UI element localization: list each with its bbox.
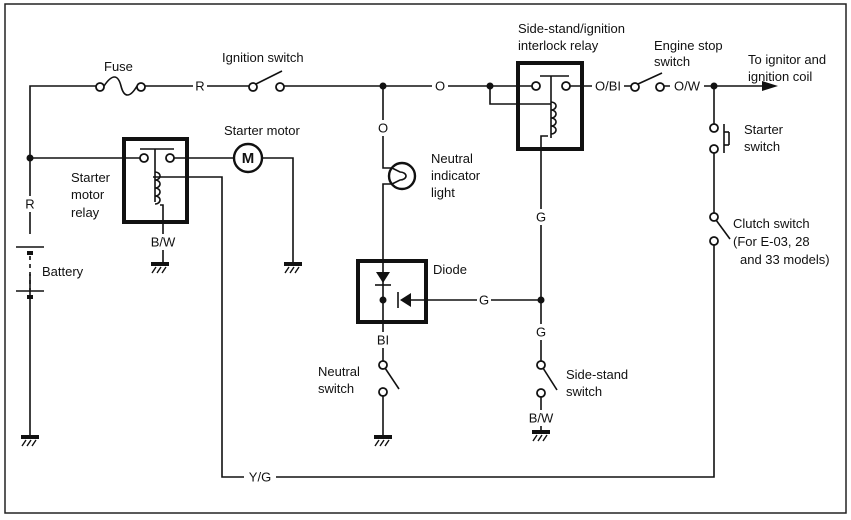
ground-icon xyxy=(374,435,392,447)
ignition-switch-label: Ignition switch xyxy=(222,50,304,65)
junctions xyxy=(26,82,718,304)
wire-label-o-vertical: O xyxy=(378,120,388,135)
wire-label-g-lower: G xyxy=(536,324,546,339)
wire-label-o-w: O/W xyxy=(674,78,701,93)
battery-label: Battery xyxy=(42,264,84,279)
wire-label-r-top: R xyxy=(195,78,204,93)
arrow-icon xyxy=(762,81,778,91)
side-stand-switch-label-2: switch xyxy=(566,384,602,399)
diode-icon xyxy=(356,259,428,324)
wire-label-o-top: O xyxy=(435,78,445,93)
wire-label-bl: BI xyxy=(377,332,389,347)
output-label-2: ignition coil xyxy=(748,69,812,84)
neutral-indicator-light-icon xyxy=(387,161,417,191)
neutral-switch-label-2: switch xyxy=(318,381,354,396)
side-stand-switch-icon xyxy=(536,360,558,398)
motor-symbol: M xyxy=(242,150,255,167)
fuse-label: Fuse xyxy=(104,59,133,74)
starter-motor-relay-label-3: relay xyxy=(71,205,100,220)
wire-labels: R R O O O/BI O/W B/W G G G BI B/W Y/G xyxy=(23,78,704,485)
output-label-1: To ignitor and xyxy=(748,52,826,67)
neutral-switch-icon xyxy=(378,360,400,397)
starter-motor-relay-icon xyxy=(122,137,189,224)
starter-switch-label-2: switch xyxy=(744,139,780,154)
interlock-relay-icon xyxy=(516,61,584,151)
ground-icon xyxy=(21,435,39,447)
ground-icons xyxy=(21,262,550,447)
battery-icon xyxy=(16,234,44,299)
clutch-switch-label-2: (For E-03, 28 xyxy=(733,234,810,249)
ground-icon xyxy=(532,430,550,442)
starter-motor-icon: M xyxy=(232,142,264,174)
frame xyxy=(4,3,847,514)
starter-switch-label-1: Starter xyxy=(744,122,784,137)
clutch-switch-label-3: and 33 models) xyxy=(740,252,830,267)
wire-label-o-bl: O/BI xyxy=(595,78,621,93)
ignition-switch-icon xyxy=(248,70,285,92)
wire-label-r-left: R xyxy=(25,196,34,211)
ground-icon xyxy=(284,262,302,274)
wires xyxy=(29,81,778,478)
starter-motor-label: Starter motor xyxy=(224,123,301,138)
engine-stop-switch-label-1: Engine stop xyxy=(654,38,723,53)
neutral-indicator-light-label-2: indicator xyxy=(431,168,481,183)
wire-label-g-diode: G xyxy=(479,292,489,307)
wire-label-bw-relay: B/W xyxy=(151,234,176,249)
neutral-switch-label-1: Neutral xyxy=(318,364,360,379)
ground-icon xyxy=(151,262,169,274)
neutral-indicator-light-label-3: light xyxy=(431,185,455,200)
diode-label: Diode xyxy=(433,262,467,277)
fuse-icon xyxy=(95,76,146,96)
engine-stop-switch-icon xyxy=(630,72,665,92)
wire-label-bw-side: B/W xyxy=(529,410,554,425)
wire-label-g-upper: G xyxy=(536,209,546,224)
neutral-indicator-light-label-1: Neutral xyxy=(431,151,473,166)
clutch-switch-icon xyxy=(709,212,731,246)
starter-motor-relay-label-2: motor xyxy=(71,187,105,202)
starter-motor-relay-label-1: Starter xyxy=(71,170,111,185)
side-stand-switch-label-1: Side-stand xyxy=(566,367,628,382)
clutch-switch-label-1: Clutch switch xyxy=(733,216,810,231)
interlock-relay-label-2: interlock relay xyxy=(518,38,599,53)
engine-stop-switch-label-2: switch xyxy=(654,54,690,69)
interlock-relay-label-1: Side-stand/ignition xyxy=(518,21,625,36)
wire-label-y-g: Y/G xyxy=(249,469,271,484)
starter-switch-icon xyxy=(709,123,730,154)
